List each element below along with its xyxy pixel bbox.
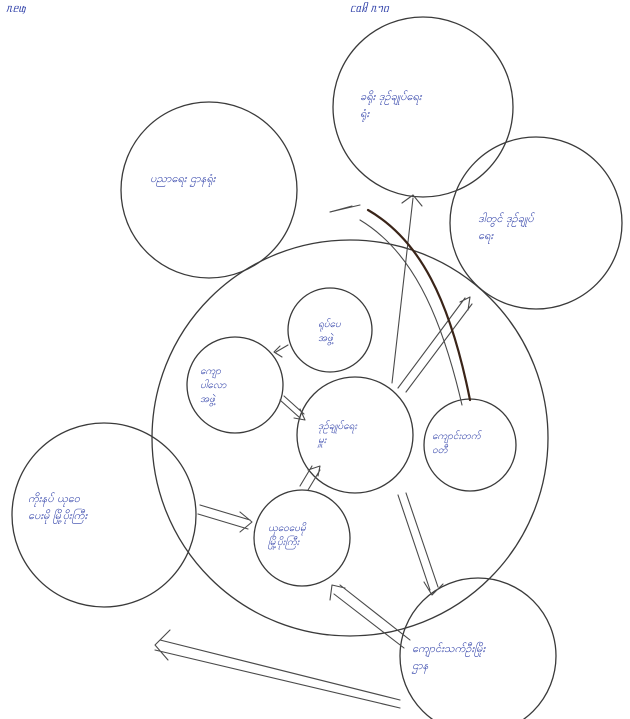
node-bottom-right-line2: ဌာန [412, 659, 429, 672]
node-left-big-line1: ကိုးနပ် ယုဝေ [28, 492, 80, 505]
node-inner-center-line1: ဒုဉ်ချုပ်ရေး [318, 421, 357, 432]
node-inner-right-line1: ကျောင်းတက် [432, 431, 481, 442]
node-right-mid-label: ဒါတွင် ဒုဉ်ချုပ် ရေး [478, 210, 534, 244]
arrow-center-to-top-right [391, 194, 423, 384]
node-bottom-right-circle [399, 577, 557, 719]
arrow-center-to-right-mid [397, 296, 473, 393]
arrow-left-to-center [279, 395, 306, 421]
node-inner-top-line1: ရုပ်ပေ [318, 319, 341, 330]
node-inner-top-circle [287, 287, 373, 373]
node-left-top-label: ပညာရေး ဌာနရုံး [150, 170, 215, 187]
node-left-big-label: ကိုးနပ် ယုဝေ ပေးမို မြို့ပိုးကြီး [28, 490, 87, 524]
node-right-mid-circle [449, 136, 623, 310]
node-inner-center-label: ဒုဉ်ချုပ်ရေး မှူး [318, 420, 357, 448]
node-inner-left-line1: ကျော [200, 366, 221, 377]
node-top-right-label: ခရိုး ဒုဉ်ချုပ်ရေး ရုံး [360, 88, 422, 122]
header-right-text: ᥴᥲᥤ ᥰᥐᥝ [350, 2, 389, 15]
node-inner-top-label: ရုပ်ပေ အဖွဲ့ [318, 318, 341, 346]
arrow-top-left-inner [273, 344, 289, 358]
node-inner-bottom-circle [253, 489, 351, 587]
node-top-right-line2: ရုံး [360, 107, 370, 120]
node-inner-left-line2: ပါလော [200, 380, 227, 391]
header-left-text: ᥰᥱᥜ [6, 2, 26, 15]
node-top-right-line1: ခရိုး ဒုဉ်ချုပ်ရေး [360, 90, 422, 103]
arrow-bottom-to-center [299, 465, 321, 491]
arrow-right-to-top-curve [366, 208, 472, 402]
arrow-center-to-bottom-right [397, 492, 444, 596]
node-left-big-line2: ပေးမို မြို့ပိုးကြီး [28, 509, 88, 522]
node-bottom-right-label: ကျောင်းသက်ဦးမြိုး ဌာန [412, 640, 485, 674]
node-inner-left-label: ကျော ပါလော အဖွဲ့ [200, 365, 226, 407]
arrow-top-mark [329, 205, 353, 213]
node-inner-center-line2: မှူး [318, 435, 327, 446]
node-left-big-circle [11, 422, 197, 608]
arrow-bottom-right-to-inner [329, 584, 411, 649]
node-inner-bottom-line2: မြို့ပိုးကြီး [268, 537, 300, 548]
node-bottom-right-line1: ကျောင်းသက်ဦးမြိုး [412, 642, 486, 655]
arrow-left-big-to-inner [197, 504, 253, 533]
node-inner-center-circle [296, 376, 414, 494]
node-inner-bottom-line1: ယုဝေပေမို [268, 523, 306, 534]
arrow-bottom-return [154, 629, 401, 709]
node-right-mid-line1: ဒါတွင် ဒုဉ်ချုပ် [478, 212, 534, 225]
node-right-mid-line2: ရေး [478, 229, 494, 242]
node-left-top-line1: ပညာရေး ဌာနရုံး [150, 172, 216, 185]
node-left-top-circle [120, 101, 298, 279]
school-boundary-circle [151, 239, 549, 637]
node-inner-bottom-label: ယုဝေပေမို မြို့ပိုးကြီး [268, 522, 306, 550]
node-inner-right-line2: ဝတီ [432, 445, 448, 456]
node-top-right-circle [332, 16, 514, 198]
node-inner-top-line2: အဖွဲ့ [318, 333, 333, 344]
node-inner-left-circle [186, 336, 284, 434]
node-inner-left-line3: အဖွဲ့ [200, 394, 215, 405]
node-inner-right-label: ကျောင်းတက် ဝတီ [432, 430, 481, 458]
